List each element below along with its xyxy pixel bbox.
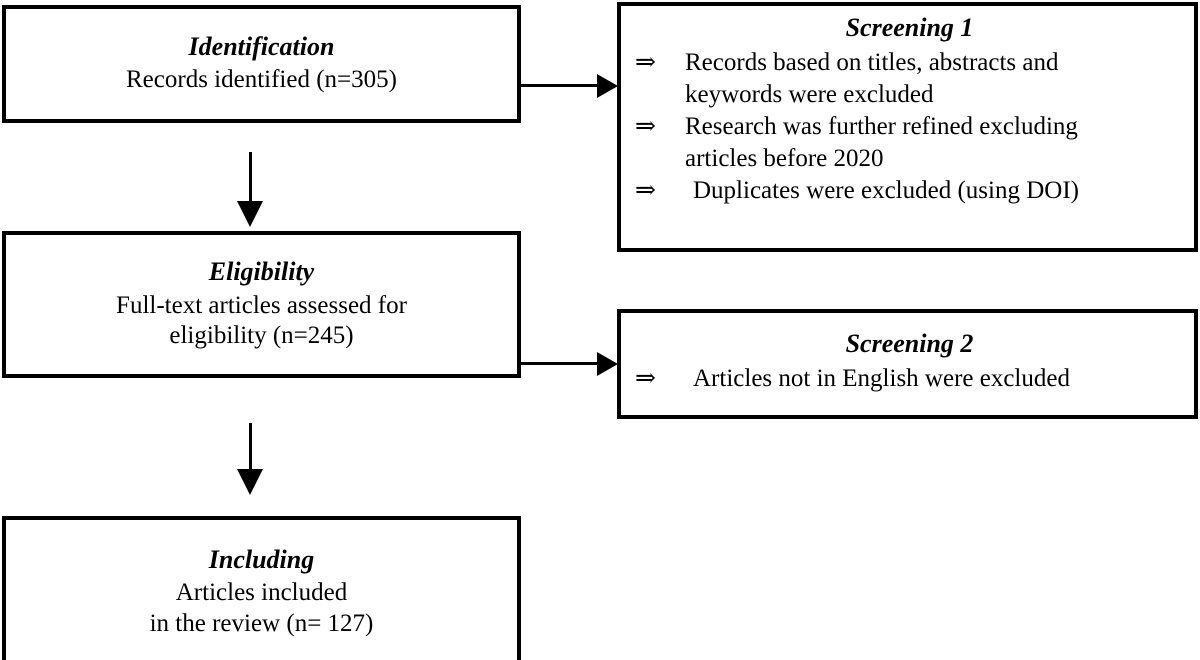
connector-eligibility-to-screening2-arrowhead — [597, 352, 618, 376]
screening-1-bullet-3: ⇒ Duplicates were excluded (using DOI) — [635, 175, 1184, 207]
screening-1-bullet-2-line-2: articles before 2020 — [685, 144, 884, 172]
connector-eligibility-to-including-arrowhead — [237, 469, 263, 495]
eligibility-box: Eligibility Full-text articles assessed … — [2, 231, 521, 378]
double-arrow-icon: ⇒ — [635, 113, 656, 141]
screening-2-box: Screening 2 ⇒ Articles not in English we… — [617, 309, 1198, 419]
including-line-1: Articles included — [175, 579, 348, 607]
screening-1-title: Screening 1 — [845, 13, 974, 42]
screening-1-bullet-2-line-1: Research was further refined excluding — [685, 113, 1078, 141]
screening-1-bullet-1-line-1: Records based on titles, abstracts and — [685, 49, 1059, 77]
double-arrow-icon: ⇒ — [635, 365, 656, 393]
identification-box: Identification Records identified (n=305… — [2, 5, 521, 123]
connector-identification-to-eligibility-line — [249, 152, 252, 206]
screening-1-bullet-2: ⇒ Research was further refined excluding… — [635, 111, 1184, 174]
double-arrow-icon: ⇒ — [635, 49, 656, 77]
screening-2-title: Screening 2 — [845, 329, 974, 359]
eligibility-title: Eligibility — [208, 257, 315, 287]
screening-2-bullet-1-line-1: Articles not in English were excluded — [693, 365, 1070, 393]
screening-2-bullet-1: ⇒ Articles not in English were excluded — [635, 363, 1184, 395]
screening-1-bullet-3-line-1: Duplicates were excluded (using DOI) — [693, 177, 1079, 205]
eligibility-line-2: eligibility (n=245) — [169, 322, 354, 350]
including-title: Including — [208, 544, 315, 574]
including-line-2: in the review (n= 127) — [149, 609, 374, 637]
connector-identification-to-screening1-arrowhead — [597, 74, 618, 98]
including-box: Including Articles included in the revie… — [2, 516, 521, 660]
connector-identification-to-eligibility-arrowhead — [237, 201, 263, 227]
screening-1-box: Screening 1 ⇒ Records based on titles, a… — [617, 2, 1198, 252]
connector-eligibility-to-screening2-line — [521, 362, 599, 365]
eligibility-line-1: Full-text articles assessed for — [116, 291, 407, 319]
connector-identification-to-screening1-line — [521, 84, 599, 87]
screening-2-bullet-1-text: Articles not in English were excluded — [693, 363, 1184, 395]
screening-1-bullet-1-line-2: keywords were excluded — [685, 80, 934, 108]
screening-1-bullet-3-text: Duplicates were excluded (using DOI) — [693, 175, 1184, 207]
screening-1-bullet-1-text: Records based on titles, abstracts and k… — [685, 47, 1184, 110]
identification-title: Identification — [188, 32, 335, 62]
screening-1-bullet-2-text: Research was further refined excluding a… — [685, 111, 1184, 174]
connector-eligibility-to-including-line — [249, 423, 252, 474]
double-arrow-icon: ⇒ — [635, 177, 656, 205]
identification-line-1: Records identified (n=305) — [126, 66, 397, 94]
screening-1-bullet-1: ⇒ Records based on titles, abstracts and… — [635, 47, 1184, 110]
